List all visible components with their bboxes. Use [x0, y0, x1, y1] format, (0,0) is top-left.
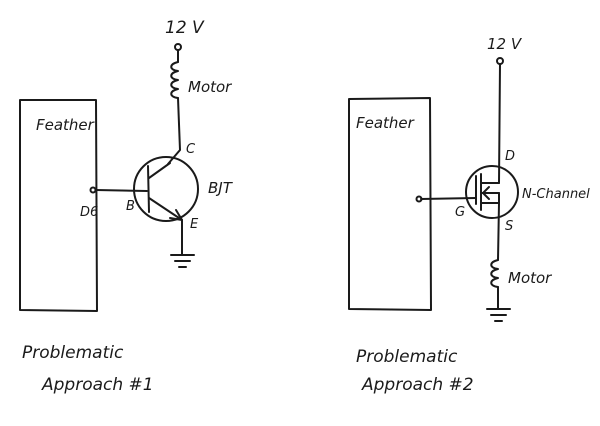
base-wire: [95, 189, 148, 192]
left-caption-line2: Approach #1: [41, 375, 154, 395]
mosfet-symbol: [465, 165, 519, 219]
right-ground-icon: [486, 308, 511, 322]
left-supply-label: 12 V: [165, 18, 205, 38]
left-caption-line1: Problematic: [22, 343, 124, 363]
left-feather-board: [19, 99, 98, 312]
right-feather-label: Feather: [356, 114, 415, 132]
right-motor-label: Motor: [508, 269, 552, 287]
drain-wire: [498, 63, 501, 184]
collector-wire: [167, 97, 181, 165]
source-label: S: [505, 219, 513, 234]
d6-pin: [89, 186, 97, 194]
base-label: B: [126, 199, 135, 214]
right-supply-label: 12 V: [487, 35, 523, 53]
left-motor-label: Motor: [188, 78, 232, 96]
right-caption-line1: Problematic: [356, 347, 458, 367]
right-feather-board: [348, 97, 432, 311]
collector-label: C: [186, 142, 196, 157]
right-caption-line2: Approach #2: [361, 375, 474, 395]
bjt-collector-lead: [148, 162, 171, 179]
bjt-circuit: 12 V Motor C Feather D6 B BJT E: [19, 18, 234, 395]
mosfet-circuit: 12 V D Feather G N-Channel S Motor: [348, 35, 590, 395]
gate-label: G: [455, 205, 465, 220]
left-ground-icon: [170, 254, 195, 268]
emitter-label: E: [190, 217, 199, 232]
left-feather-label: Feather: [36, 116, 95, 134]
bjt-label: BJT: [208, 179, 234, 197]
bjt-emitter-lead: [148, 197, 183, 221]
source-wire: [497, 202, 500, 261]
d6-label: D6: [80, 205, 98, 220]
bjt-symbol: [133, 156, 199, 222]
mosfet-arrow: [482, 186, 490, 200]
mosfet-label: N-Channel: [522, 187, 590, 202]
drain-label: D: [505, 149, 515, 164]
bjt-base-bar: [147, 165, 150, 213]
right-motor-coil: [490, 259, 499, 288]
left-motor-coil: [170, 61, 179, 99]
